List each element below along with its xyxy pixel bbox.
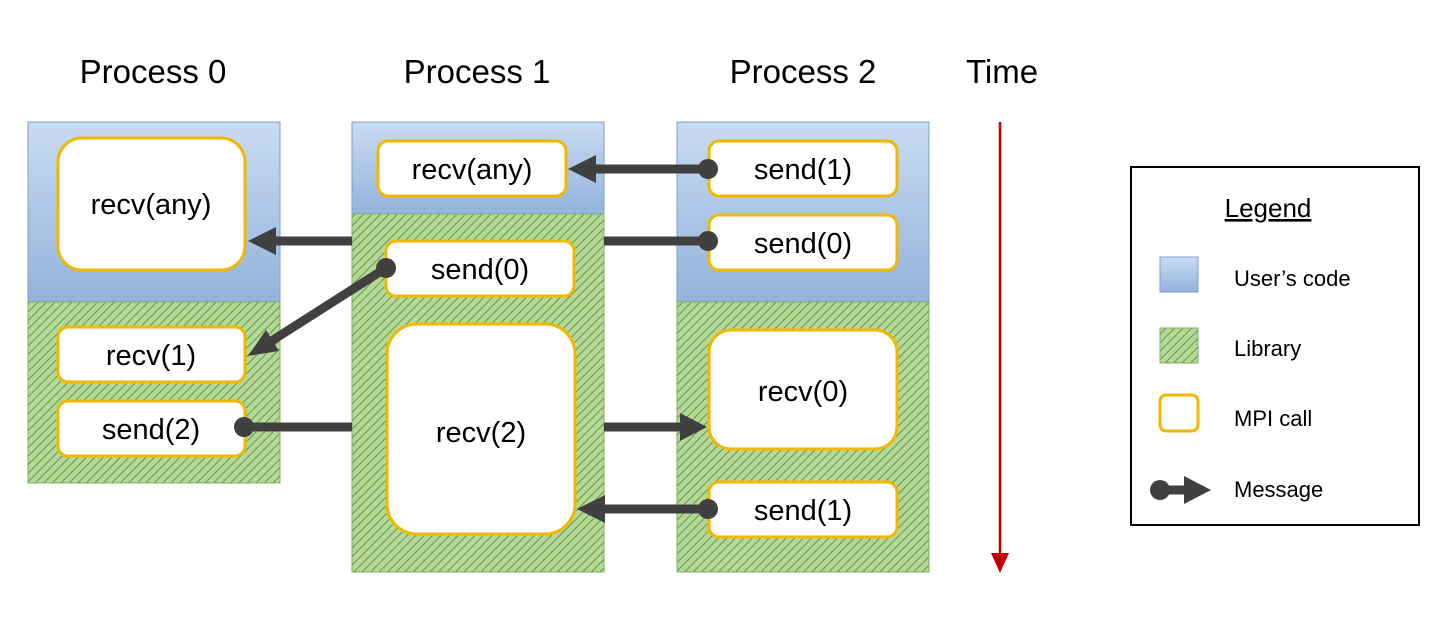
message-p1-to-p2-recv-0	[604, 413, 707, 441]
legend-label-message: Message	[1234, 477, 1323, 502]
legend: Legend User’s code Library MPI call Mess…	[1130, 166, 1420, 526]
call-label: recv(1)	[106, 340, 196, 372]
call-p2-send-1-bottom: send(1)	[707, 480, 899, 539]
legend-label-mpi-call: MPI call	[1234, 406, 1312, 431]
message-p1-to-p0-recv-1	[248, 258, 396, 356]
call-label: send(1)	[754, 154, 852, 186]
call-label: send(1)	[754, 495, 852, 527]
call-label: send(0)	[431, 254, 529, 286]
call-p2-send-0: send(0)	[707, 213, 899, 272]
call-p1-send-0: send(0)	[384, 239, 576, 298]
call-p1-recv-any: recv(any)	[376, 139, 568, 198]
call-label: recv(2)	[436, 417, 526, 449]
call-label: recv(0)	[758, 376, 848, 408]
time-title: Time	[966, 53, 1038, 90]
call-p2-recv-0: recv(0)	[707, 328, 899, 451]
call-label: send(0)	[754, 228, 852, 260]
process-1-title: Process 1	[404, 53, 551, 90]
call-p1-recv-2: recv(2)	[385, 322, 577, 536]
message-p0-to-p1-recv-2	[234, 417, 352, 437]
legend-message-arrow-icon	[1150, 476, 1211, 504]
process-0-title: Process 0	[80, 53, 227, 90]
call-label: recv(any)	[91, 189, 212, 221]
time-arrow	[991, 122, 1009, 573]
call-label: send(2)	[102, 414, 200, 446]
call-p2-send-1-top: send(1)	[707, 139, 899, 198]
call-p0-recv-1: recv(1)	[56, 325, 247, 384]
message-p2-to-p0-recv-any	[248, 227, 718, 255]
message-p2-to-p1-recv-any	[568, 155, 718, 183]
legend-swatch-mpi-call	[1158, 393, 1200, 433]
legend-swatch-users-code	[1159, 256, 1199, 293]
message-p2-to-p1-recv-2	[577, 495, 718, 523]
process-2-title: Process 2	[730, 53, 877, 90]
legend-title: Legend	[1225, 193, 1312, 223]
legend-swatch-library	[1159, 327, 1199, 364]
call-p0-send-2: send(2)	[56, 399, 247, 458]
call-p0-recv-any: recv(any)	[56, 136, 247, 272]
legend-label-library: Library	[1234, 336, 1301, 361]
call-label: recv(any)	[412, 154, 533, 186]
legend-label-users-code: User’s code	[1234, 266, 1351, 291]
